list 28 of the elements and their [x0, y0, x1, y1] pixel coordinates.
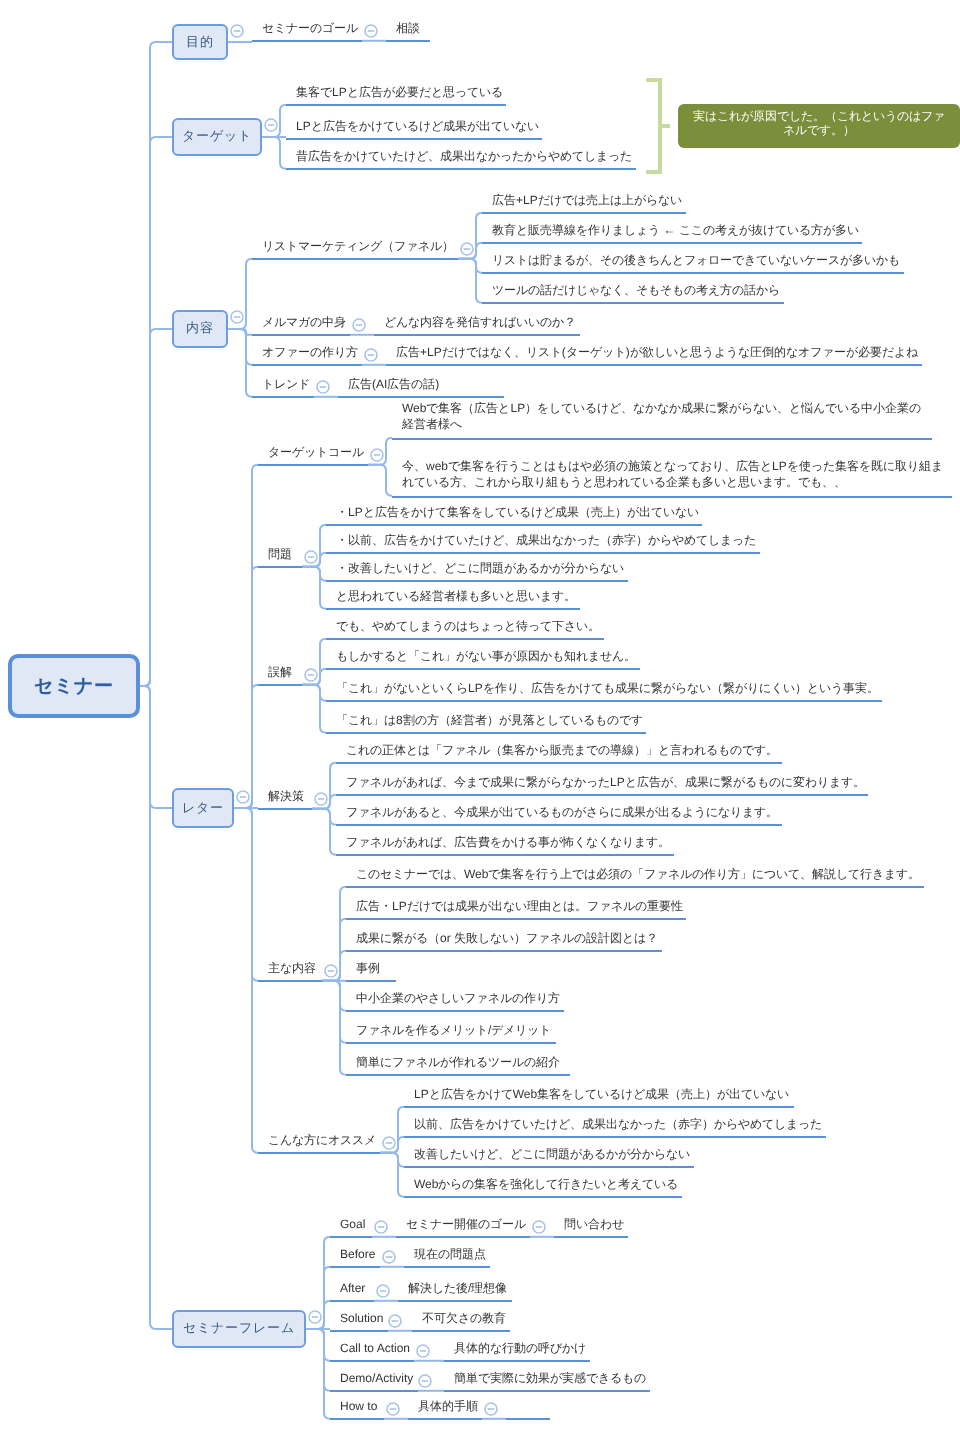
- branch-line: [321, 979, 347, 1076]
- branch-line: [301, 683, 327, 734]
- central-topic: セミナー: [8, 654, 140, 718]
- branch-line: [379, 1151, 405, 1198]
- branch-line: [529, 1235, 555, 1238]
- branch-line: [305, 1328, 331, 1420]
- branch-line: [413, 1359, 445, 1362]
- branch-line: [227, 328, 253, 398]
- branch-line: [379, 1265, 405, 1268]
- branch-line: [373, 1299, 399, 1302]
- branch-line: [261, 136, 287, 170]
- branch-line: [349, 333, 375, 336]
- branch-line: [481, 1417, 507, 1420]
- branch-line: [416, 1389, 445, 1392]
- branch-line: [139, 685, 173, 1330]
- branch-line: [386, 1329, 413, 1332]
- branch-line: [313, 395, 339, 398]
- branch-line: [367, 463, 393, 497]
- branch-line: [361, 363, 387, 366]
- branch-line: [383, 1417, 409, 1420]
- branch-line: [311, 807, 337, 856]
- blank-topic-line: [506, 1416, 550, 1420]
- branch-line: [233, 807, 259, 1154]
- branch-line: [361, 39, 387, 42]
- branch-line: [457, 257, 483, 304]
- branch-line: [301, 565, 327, 610]
- branch-line: [227, 41, 253, 43]
- branch-line: [371, 1235, 397, 1238]
